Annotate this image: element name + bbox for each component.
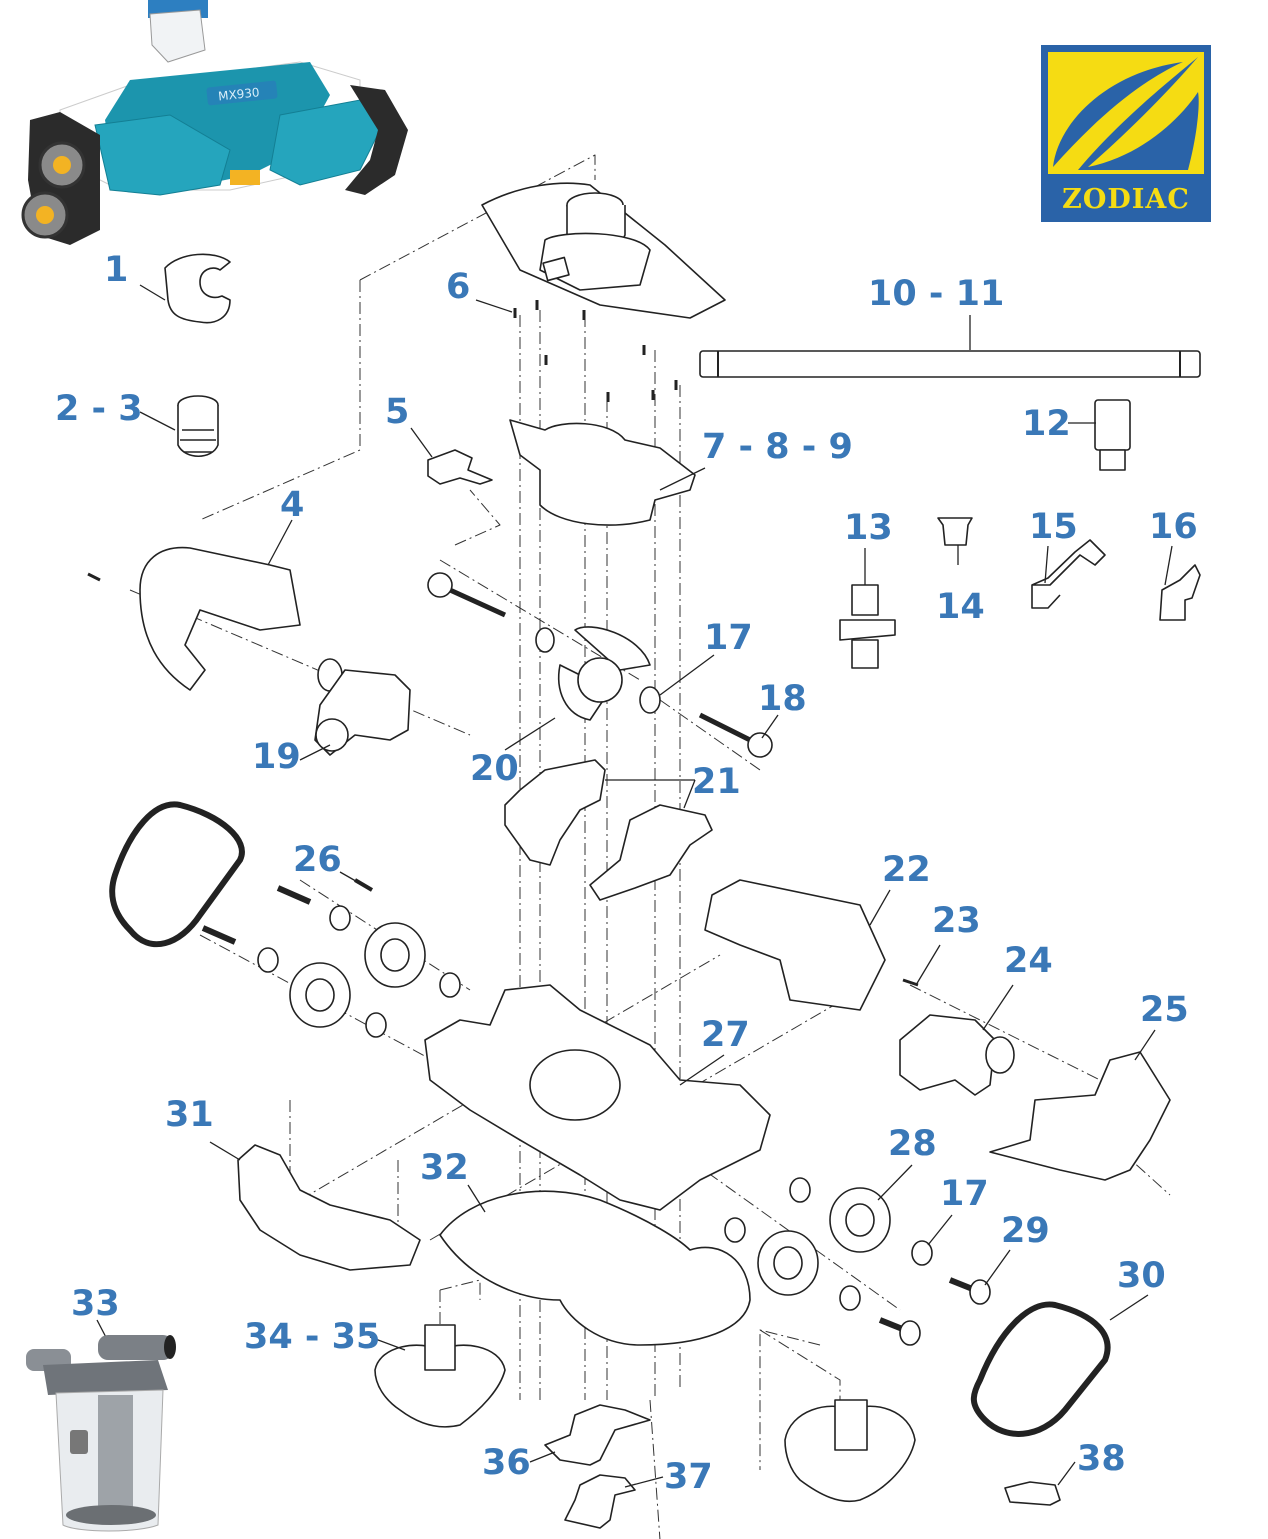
part-12-hose-connector xyxy=(1094,399,1131,471)
part-32-base-plate xyxy=(439,1190,751,1346)
callout-25: 25 xyxy=(1140,990,1189,1030)
callout-15: 15 xyxy=(1029,507,1078,547)
screw xyxy=(87,572,101,582)
part-17-bearing-right xyxy=(911,1240,933,1266)
part-2-3-swivel xyxy=(177,395,219,458)
logo-wordmark: ZODIAC xyxy=(1062,184,1190,215)
callout-21: 21 xyxy=(692,762,741,802)
callout-2-3: 2 - 3 xyxy=(55,389,143,429)
part-34-35-brush-skirt xyxy=(374,1324,506,1428)
part-top-cover xyxy=(481,182,726,319)
part-18-drive-shaft xyxy=(698,712,773,758)
product-photo: MX930 xyxy=(21,0,408,245)
part-15-elbow xyxy=(1031,539,1106,609)
callout-33: 33 xyxy=(71,1284,120,1324)
callout-28: 28 xyxy=(888,1124,937,1164)
callout-34-35: 34 - 35 xyxy=(244,1317,381,1357)
callout-24: 24 xyxy=(1004,941,1053,981)
part-30-track-right xyxy=(970,1301,1111,1437)
callout-31: 31 xyxy=(165,1095,214,1135)
part-bearing xyxy=(535,627,555,653)
part-21-housing-left xyxy=(504,759,606,866)
callout-5: 5 xyxy=(385,392,410,432)
callout-12: 12 xyxy=(1022,404,1071,444)
part-5-clip xyxy=(427,449,493,485)
part-31-left-front-cover xyxy=(237,1144,421,1271)
part-13-regulator xyxy=(839,584,896,669)
drive-shaft-left xyxy=(427,572,507,618)
part-36-skirt-holder xyxy=(544,1404,651,1466)
callout-14: 14 xyxy=(936,587,985,627)
callout-17: 17 xyxy=(704,618,753,658)
part-1-hose-cone xyxy=(164,253,231,324)
part-33-leaf-canister xyxy=(26,1335,176,1532)
callout-4: 4 xyxy=(280,485,305,525)
zodiac-z-icon xyxy=(1053,57,1199,170)
callout-18: 18 xyxy=(758,679,807,719)
callout-20: 20 xyxy=(470,749,519,789)
zodiac-logo: ZODIAC xyxy=(1041,45,1211,222)
part-track-left xyxy=(109,801,245,948)
callout-38: 38 xyxy=(1077,1439,1126,1479)
part-23-screw xyxy=(902,978,919,987)
part-brush-skirt-right xyxy=(784,1399,916,1503)
callout-32: 32 xyxy=(420,1148,469,1188)
callout-7-8-9: 7 - 8 - 9 xyxy=(702,427,853,467)
part-4-left-cover xyxy=(139,546,301,691)
screws-6 xyxy=(513,300,678,402)
left-wheel-assembly xyxy=(201,885,461,1038)
part-14-cone-adapter xyxy=(937,517,973,546)
part-22-right-front-cover xyxy=(704,879,886,1011)
callout-26: 26 xyxy=(293,840,342,880)
part-25-right-side-cover xyxy=(989,1051,1171,1181)
callout-17-right: 17 xyxy=(940,1174,989,1214)
callout-27: 27 xyxy=(701,1015,750,1055)
part-10-11-hose xyxy=(699,350,1201,378)
callout-1: 1 xyxy=(104,250,129,290)
callout-37: 37 xyxy=(664,1457,713,1497)
part-17-bearing xyxy=(639,686,661,714)
callout-30: 30 xyxy=(1117,1256,1166,1296)
callout-36: 36 xyxy=(482,1443,531,1483)
part-38-scrubber-fin xyxy=(1004,1481,1061,1506)
part-20-turbine xyxy=(558,626,651,721)
callout-leader-lines xyxy=(96,284,1173,1488)
model-badge: MX930 xyxy=(218,85,261,103)
callout-13: 13 xyxy=(844,508,893,548)
callout-22: 22 xyxy=(882,850,931,890)
callout-19: 19 xyxy=(252,737,301,777)
robot-body: MX930 xyxy=(21,0,408,245)
part-29-axle xyxy=(969,1279,991,1305)
right-wheel-assembly xyxy=(724,1177,991,1346)
part-24-right-gearbox xyxy=(899,1014,1015,1096)
callout-10-11: 10 - 11 xyxy=(868,274,1005,314)
part-19-left-gearbox xyxy=(314,658,411,756)
part-7-8-9-upper-housing xyxy=(509,419,696,526)
callout-6: 6 xyxy=(446,267,471,307)
callout-16: 16 xyxy=(1149,507,1198,547)
part-37-skirt-holder-lower xyxy=(564,1474,636,1529)
part-16-elbow xyxy=(1159,564,1201,621)
callout-23: 23 xyxy=(932,901,981,941)
callout-29: 29 xyxy=(1001,1211,1050,1251)
part-21-housing-right xyxy=(589,804,713,901)
